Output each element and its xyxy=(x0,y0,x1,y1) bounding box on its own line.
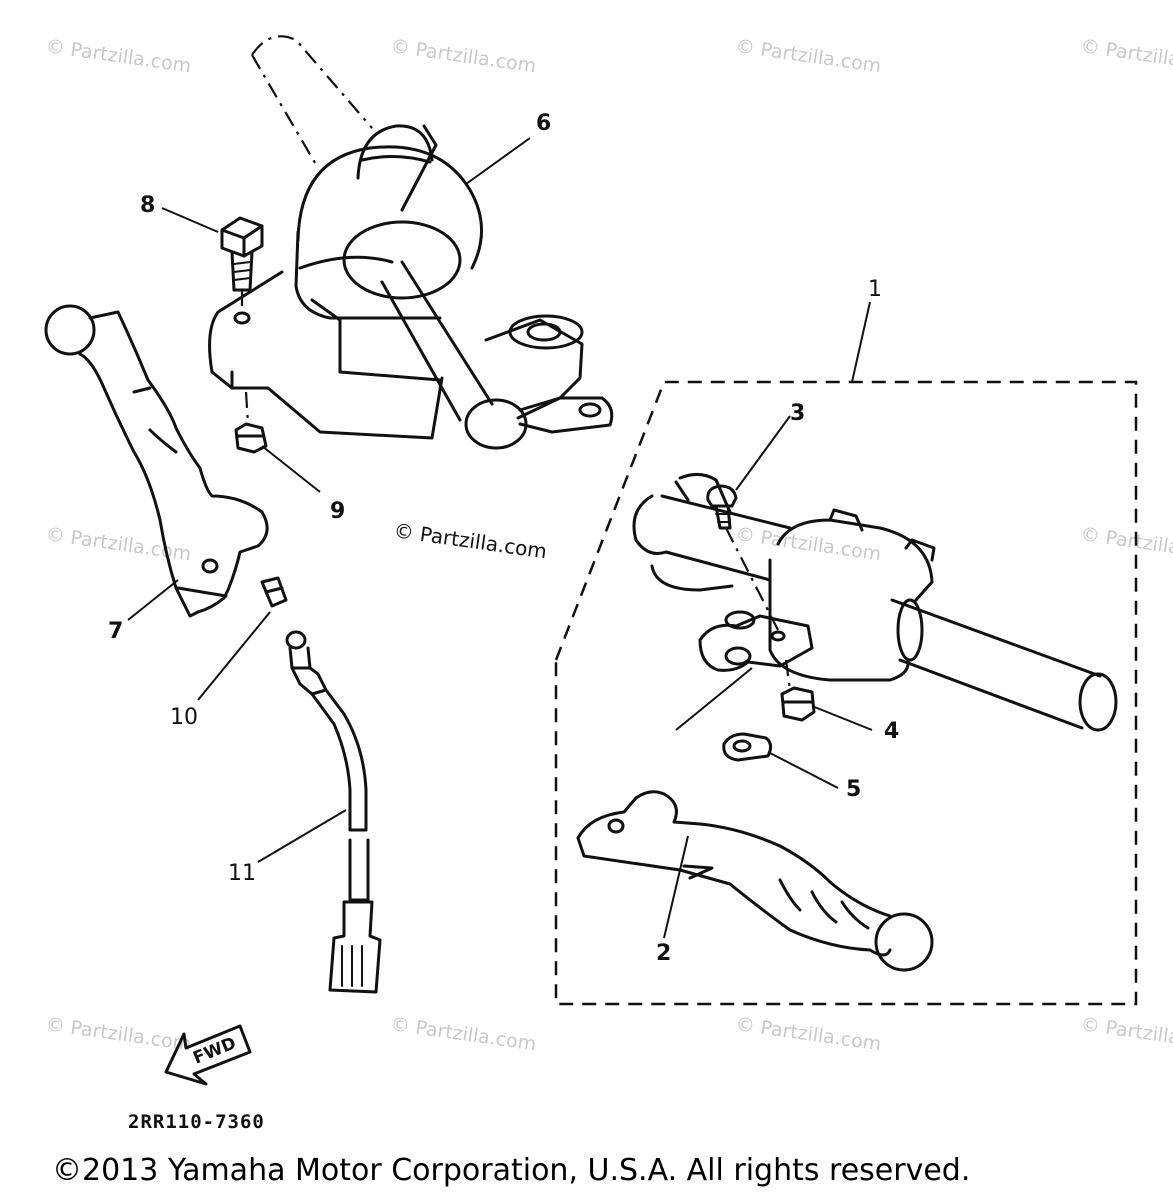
watermark: © Partzilla.com xyxy=(44,523,192,565)
copyright-notice: ©2013 Yamaha Motor Corporation, U.S.A. A… xyxy=(52,1153,970,1188)
watermark: © Partzilla.com xyxy=(44,1013,192,1055)
callout-4: 4 xyxy=(884,719,899,744)
lever-holder-drawing xyxy=(576,473,1118,972)
callouts: 1 2 3 4 5 6 7 8 9 10 11 xyxy=(108,111,899,966)
callout-10: 10 xyxy=(170,705,198,730)
center-watermark: © Partzilla.com xyxy=(392,518,548,563)
callout-5: 5 xyxy=(846,777,861,802)
bolt-8-drawing xyxy=(220,216,264,312)
fwd-label: FWD xyxy=(190,1033,239,1068)
watermark: © Partzilla.com xyxy=(44,35,192,77)
watermark: © Partzilla.com xyxy=(389,1013,537,1055)
watermark: © Partzilla.com xyxy=(1079,523,1173,565)
watermark: © Partzilla.com xyxy=(1079,35,1173,77)
reference-code: 2RR110-7360 xyxy=(128,1111,265,1133)
callout-1: 1 xyxy=(868,277,882,302)
pin-10-drawing xyxy=(260,576,288,608)
nut-9-drawing xyxy=(234,391,268,454)
watermark: © Partzilla.com xyxy=(389,35,537,77)
watermark: © Partzilla.com xyxy=(1079,1013,1173,1055)
callout-9: 9 xyxy=(330,499,345,524)
callout-3: 3 xyxy=(790,401,805,426)
callout-7: 7 xyxy=(108,619,123,644)
callout-11: 11 xyxy=(228,861,256,886)
watermark-layer: © Partzilla.com © Partzilla.com © Partzi… xyxy=(44,35,1173,1055)
watermark: © Partzilla.com xyxy=(734,35,882,77)
watermark: © Partzilla.com xyxy=(734,1013,882,1055)
lever-7-drawing xyxy=(44,304,269,618)
leader-lines xyxy=(127,137,873,939)
callout-2: 2 xyxy=(656,941,671,966)
callout-6: 6 xyxy=(536,111,551,136)
switch-lead-11-drawing xyxy=(285,630,382,994)
assembly-1-boundary xyxy=(554,380,1138,1006)
callout-8: 8 xyxy=(140,193,155,218)
throttle-housing-drawing xyxy=(208,35,614,450)
